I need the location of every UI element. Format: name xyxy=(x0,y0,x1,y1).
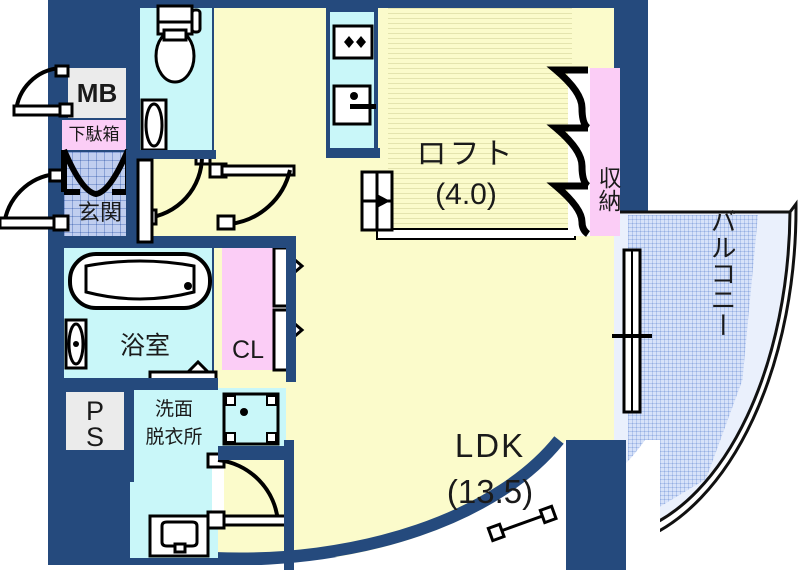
washroom-door[interactable] xyxy=(206,452,292,534)
label-loft: ロフト xyxy=(416,137,516,172)
vanity-sink-icon xyxy=(148,514,210,558)
label-pipe-shaft-p: P xyxy=(85,395,104,426)
label-closet: CL xyxy=(232,335,264,364)
storage-door-folding[interactable] xyxy=(546,66,592,238)
loft-ladder-icon xyxy=(360,170,394,232)
ldk-curved-bottom xyxy=(213,436,566,571)
wall-closet-right xyxy=(286,236,296,382)
wall-washroom-right xyxy=(284,440,294,570)
label-pipe-shaft-s: S xyxy=(85,421,104,452)
plan-left-margin xyxy=(0,0,48,571)
room-meter-box xyxy=(68,68,126,118)
room-genkan xyxy=(64,152,136,240)
wall-bath-bottom xyxy=(52,378,218,390)
hallway-door[interactable] xyxy=(208,158,298,232)
wall-hall-vertical xyxy=(126,150,138,242)
ldk-window[interactable] xyxy=(486,504,560,543)
balcony-window[interactable] xyxy=(612,248,652,414)
meter-box-door[interactable] xyxy=(10,64,74,120)
washroom-door-gap xyxy=(212,460,224,524)
washing-machine-pan-icon xyxy=(222,392,280,446)
label-bath: 浴室 xyxy=(119,330,170,360)
wall-kitchen-bottom xyxy=(326,148,380,158)
label-washroom-line2: 脱衣所 xyxy=(145,425,203,448)
label-ldk-area: (13.5) xyxy=(446,472,534,510)
wall-between-toilet-hall xyxy=(136,150,216,159)
hand-wash-basin-icon xyxy=(140,98,168,152)
room-pipe-shaft xyxy=(66,392,124,450)
bathtub-icon xyxy=(68,252,212,310)
label-washroom-line1: 洗面 xyxy=(154,397,193,420)
label-ldk: LDK xyxy=(454,426,526,464)
label-genkan: 玄関 xyxy=(77,201,122,226)
label-balcony: バルコニー xyxy=(706,208,736,338)
corridor-sliding-door[interactable] xyxy=(134,158,158,244)
bath-mirror-icon xyxy=(64,318,88,370)
loft-edge-strip xyxy=(376,228,576,240)
wall-ldk-right-lower xyxy=(566,440,626,570)
wall-ps-right xyxy=(124,382,134,482)
label-shoebox: 下駄箱 xyxy=(68,124,120,145)
label-meter-box: MB xyxy=(76,78,118,108)
gas-stove-icon xyxy=(332,24,374,60)
toilet-icon xyxy=(154,4,202,84)
label-loft-area: (4.0) xyxy=(435,178,497,211)
wall-washroom-alcove xyxy=(218,446,288,460)
room-closet xyxy=(222,248,274,370)
room-loft xyxy=(388,8,572,236)
room-storage xyxy=(588,68,620,236)
kitchen-sink-icon xyxy=(332,84,376,126)
room-shoebox xyxy=(62,120,126,150)
label-storage: 収納 xyxy=(594,166,620,212)
